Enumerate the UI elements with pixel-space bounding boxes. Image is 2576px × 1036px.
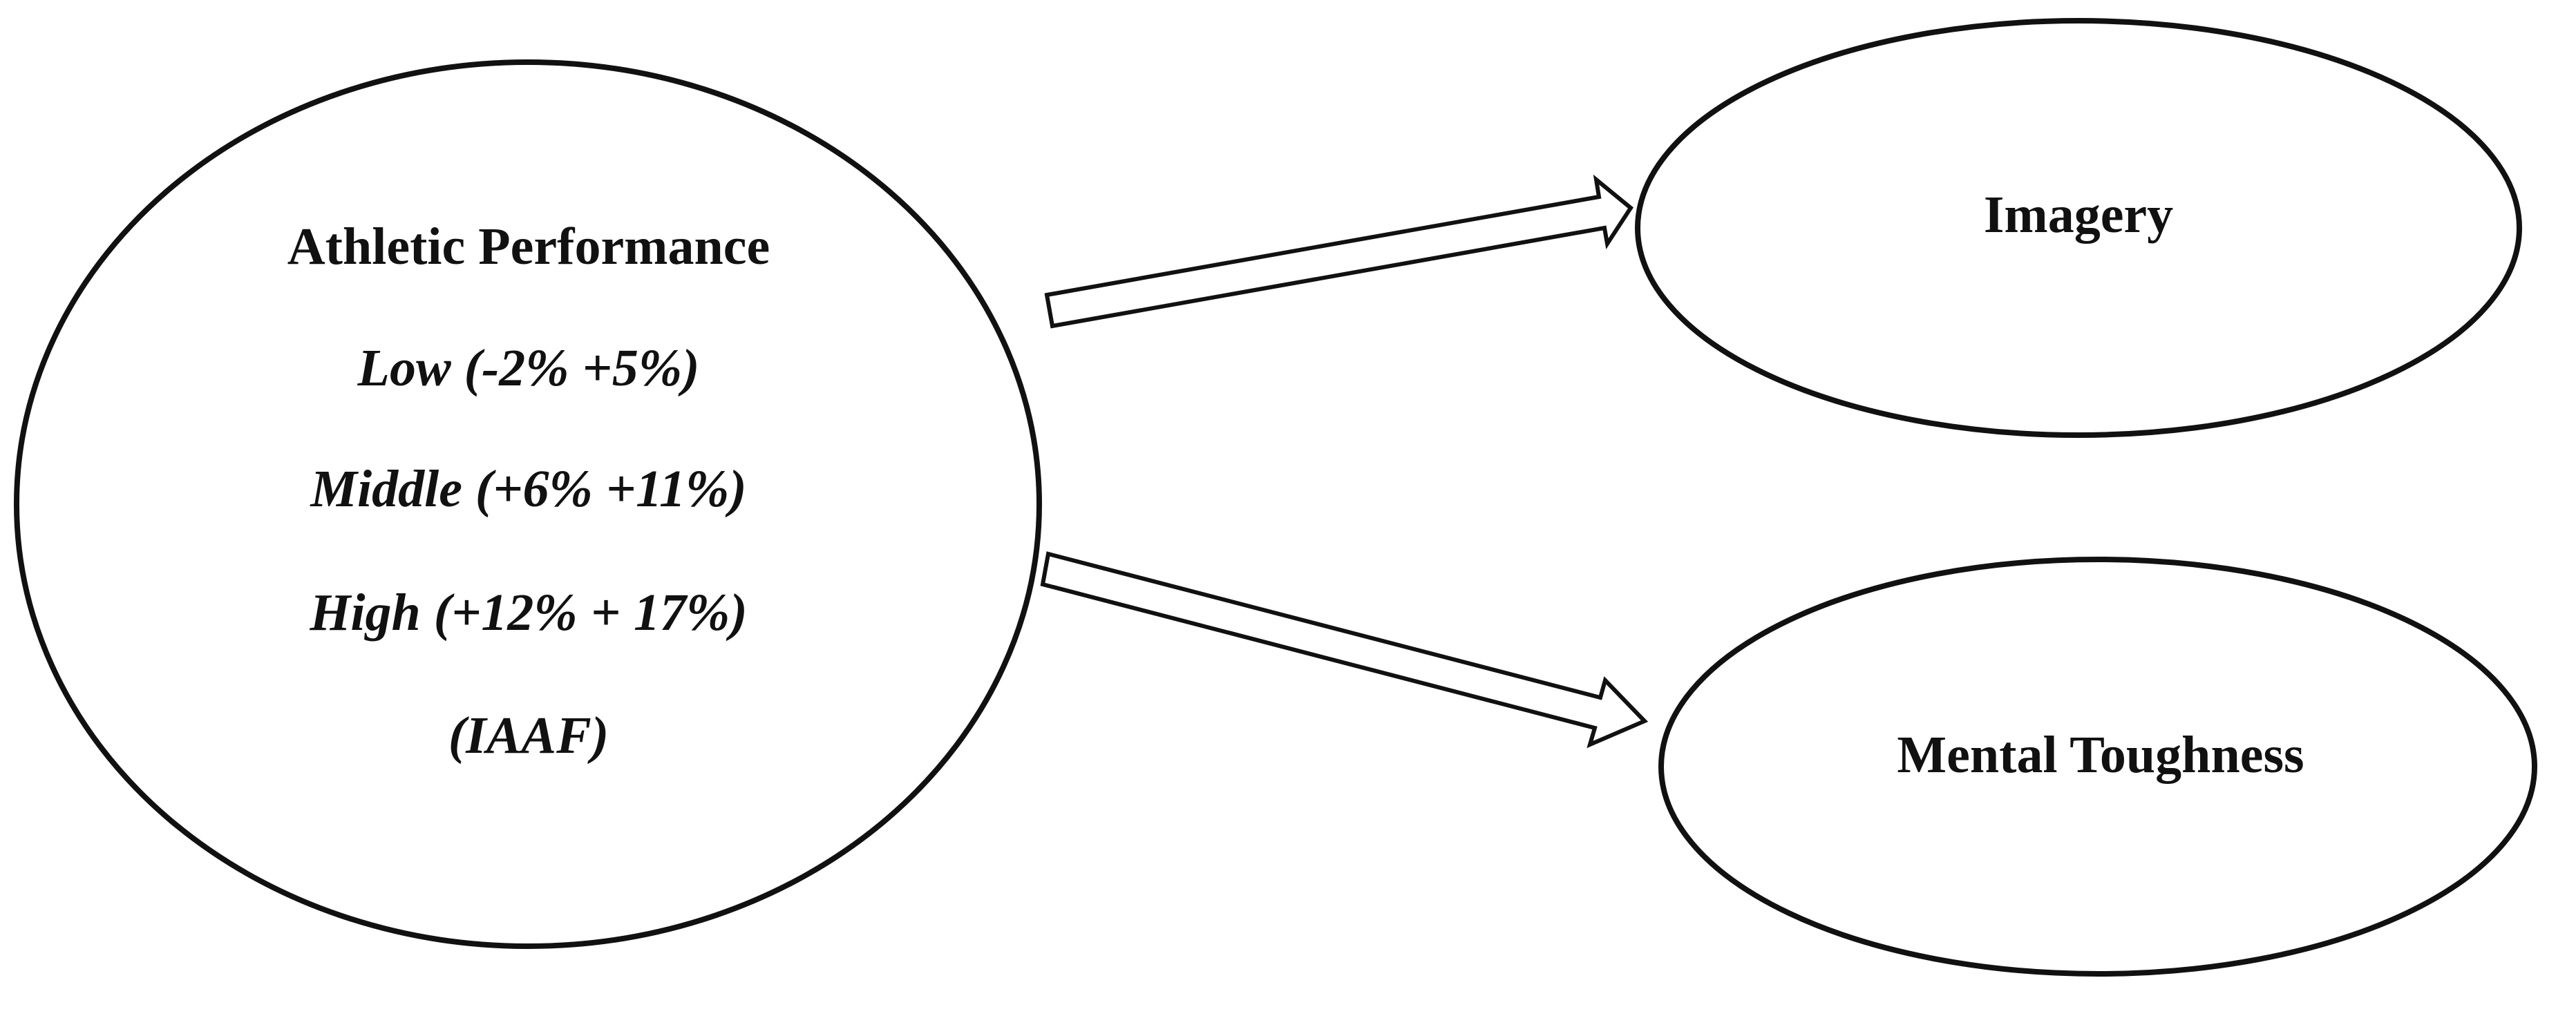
mental-toughness-node xyxy=(1658,557,2537,977)
mental-toughness-label: Mental Toughness xyxy=(1897,726,2304,784)
performance-title: Athletic Performance xyxy=(287,218,770,276)
arrow-to-imagery xyxy=(1044,174,1633,329)
performance-level-high: High (+12% + 17%) xyxy=(309,584,747,642)
performance-level-middle: Middle (+6% +11%) xyxy=(310,460,746,518)
imagery-node xyxy=(1635,18,2522,438)
arrow-to-mental-toughness xyxy=(1040,551,1649,749)
athletic-performance-node xyxy=(14,59,1042,949)
performance-source: (IAAF) xyxy=(448,707,609,765)
performance-level-low: Low (-2% +5%) xyxy=(357,339,700,397)
imagery-label: Imagery xyxy=(1984,186,2173,244)
